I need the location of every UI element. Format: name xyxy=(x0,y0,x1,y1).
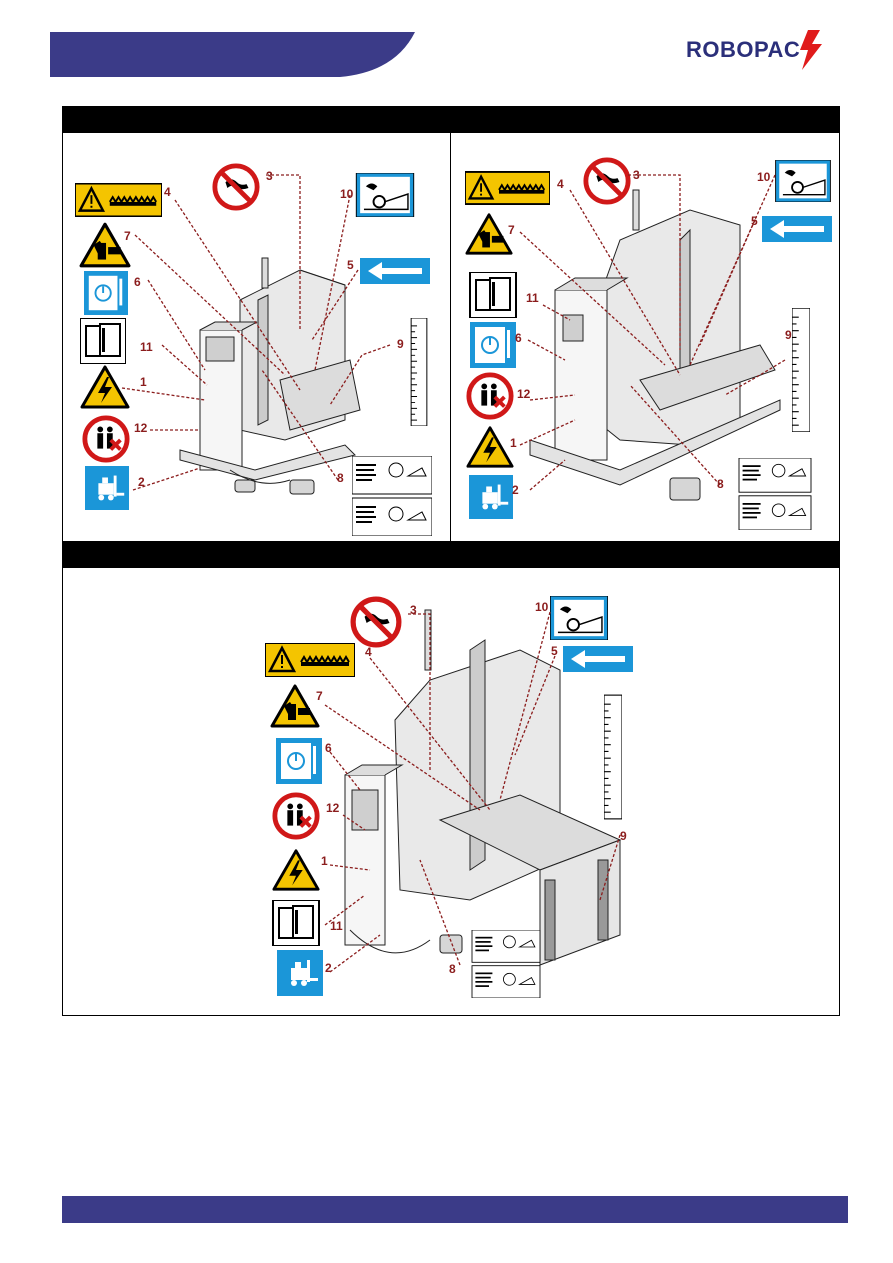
figure-frame-bottom xyxy=(62,541,840,1016)
robopac-logo: ROBOPAC xyxy=(686,28,824,72)
header-band xyxy=(50,32,415,77)
panel-header-bar-top xyxy=(62,106,840,133)
panel-divider xyxy=(450,133,451,541)
footer-band xyxy=(62,1196,848,1223)
logo-text: ROBOPAC xyxy=(686,37,801,62)
figure-frame-top xyxy=(62,106,840,543)
lightning-bolt-icon xyxy=(800,30,823,70)
panel-header-bar-bottom xyxy=(62,541,840,568)
